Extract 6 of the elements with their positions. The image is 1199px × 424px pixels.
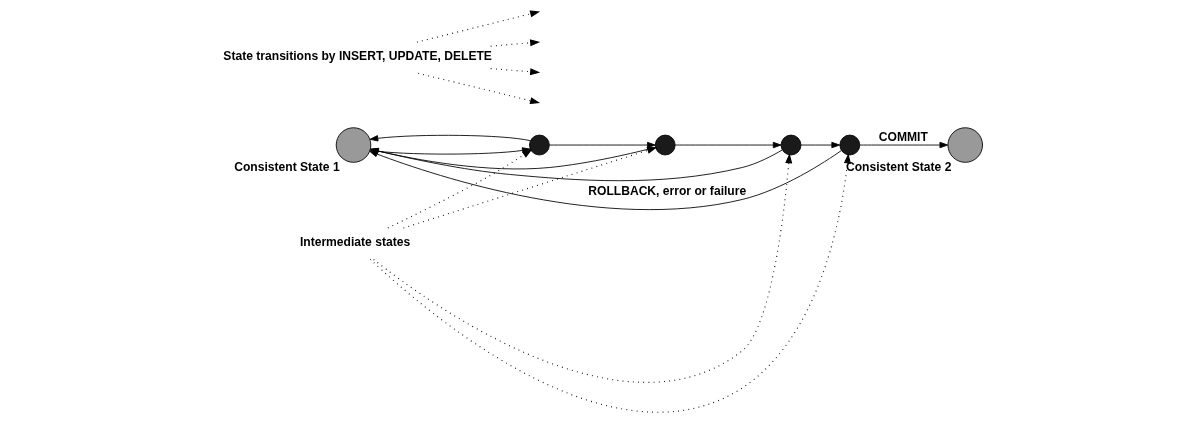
node-text: State transitions by INSERT, UPDATE, DELETE [223, 49, 492, 64]
node-label: Consistent State 1 [234, 160, 340, 175]
edge-label: ROLLBACK, error or failure [588, 184, 747, 199]
edge-label: COMMIT [878, 129, 928, 144]
node-label: Consistent State 2 [845, 160, 952, 175]
node-text: Intermediate states [299, 234, 411, 249]
